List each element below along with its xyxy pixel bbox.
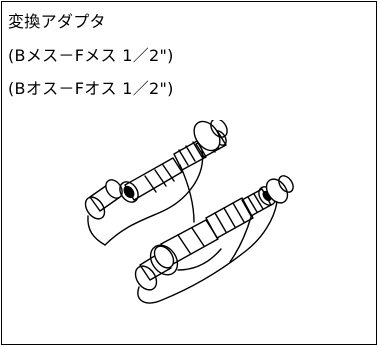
adapter-illustration-icon xyxy=(84,120,294,304)
upper-adapter-icon xyxy=(84,120,228,246)
product-title: 変換アダプタ xyxy=(8,12,106,31)
spec-female-female: (Bメス－Fメス 1／2") xyxy=(8,46,174,65)
lower-adapter-icon xyxy=(134,175,294,304)
spec-male-male: (Bオス－Fオス 1／2") xyxy=(8,79,174,98)
